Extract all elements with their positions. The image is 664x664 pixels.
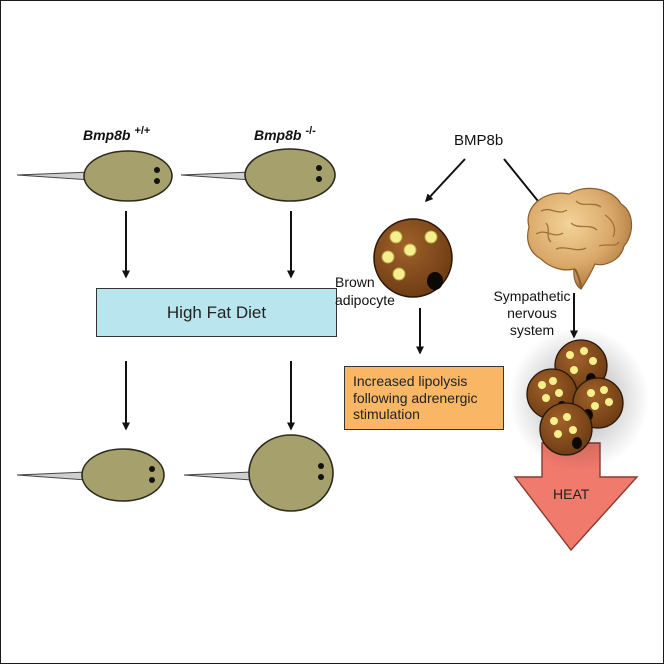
mouse-icon-ko-before	[180, 148, 336, 202]
sns-line-3: system	[509, 321, 555, 338]
high-fat-diet-label: High Fat Diet	[166, 302, 267, 322]
ko-genotype-label: Bmp8b-/-	[254, 125, 316, 143]
mouse-icon-ko-after	[183, 434, 334, 512]
high-fat-diet-box: High Fat Diet	[96, 288, 337, 337]
brown-adipocyte-line-1: Brown	[335, 274, 375, 290]
lipolysis-text: Increased lipolysis following adrenergic…	[353, 373, 478, 423]
wt-gene-name: Bmp8b	[83, 127, 131, 143]
ko-gene-name: Bmp8b	[254, 127, 302, 143]
sns-line-1: Sympathetic	[493, 288, 571, 304]
mouse-icon-wt-after	[16, 448, 165, 502]
sns-line-2: nervous	[507, 304, 557, 321]
lipolysis-line-2: following adrenergic	[353, 389, 478, 406]
arrow-bmp8b-to-adipocyte	[424, 158, 466, 203]
brown-adipocyte-line-2: adipocyte	[335, 291, 395, 308]
brain-icon	[527, 187, 633, 290]
lipolysis-line-1: Increased lipolysis	[353, 372, 468, 389]
lipolysis-line-3: stimulation	[353, 406, 420, 423]
bmp8b-label: BMP8b	[454, 132, 504, 149]
wt-genotype: +/+	[134, 125, 151, 137]
brown-adipocyte-label: Brown adipocyte	[335, 274, 395, 309]
heat-label: HEAT	[553, 486, 590, 502]
lipolysis-box: Increased lipolysis following adrenergic…	[344, 366, 504, 430]
sympathetic-nervous-system-label: Sympathetic nervous system	[477, 288, 587, 338]
wt-genotype-label: Bmp8b+/+	[83, 125, 150, 143]
ko-genotype: -/-	[305, 125, 316, 137]
adipocyte-cluster-icon	[509, 327, 649, 471]
brown-adipocyte-icon	[373, 218, 453, 298]
mouse-icon-wt-before	[16, 150, 173, 202]
arrow-bmp8b-to-brain	[503, 158, 543, 208]
